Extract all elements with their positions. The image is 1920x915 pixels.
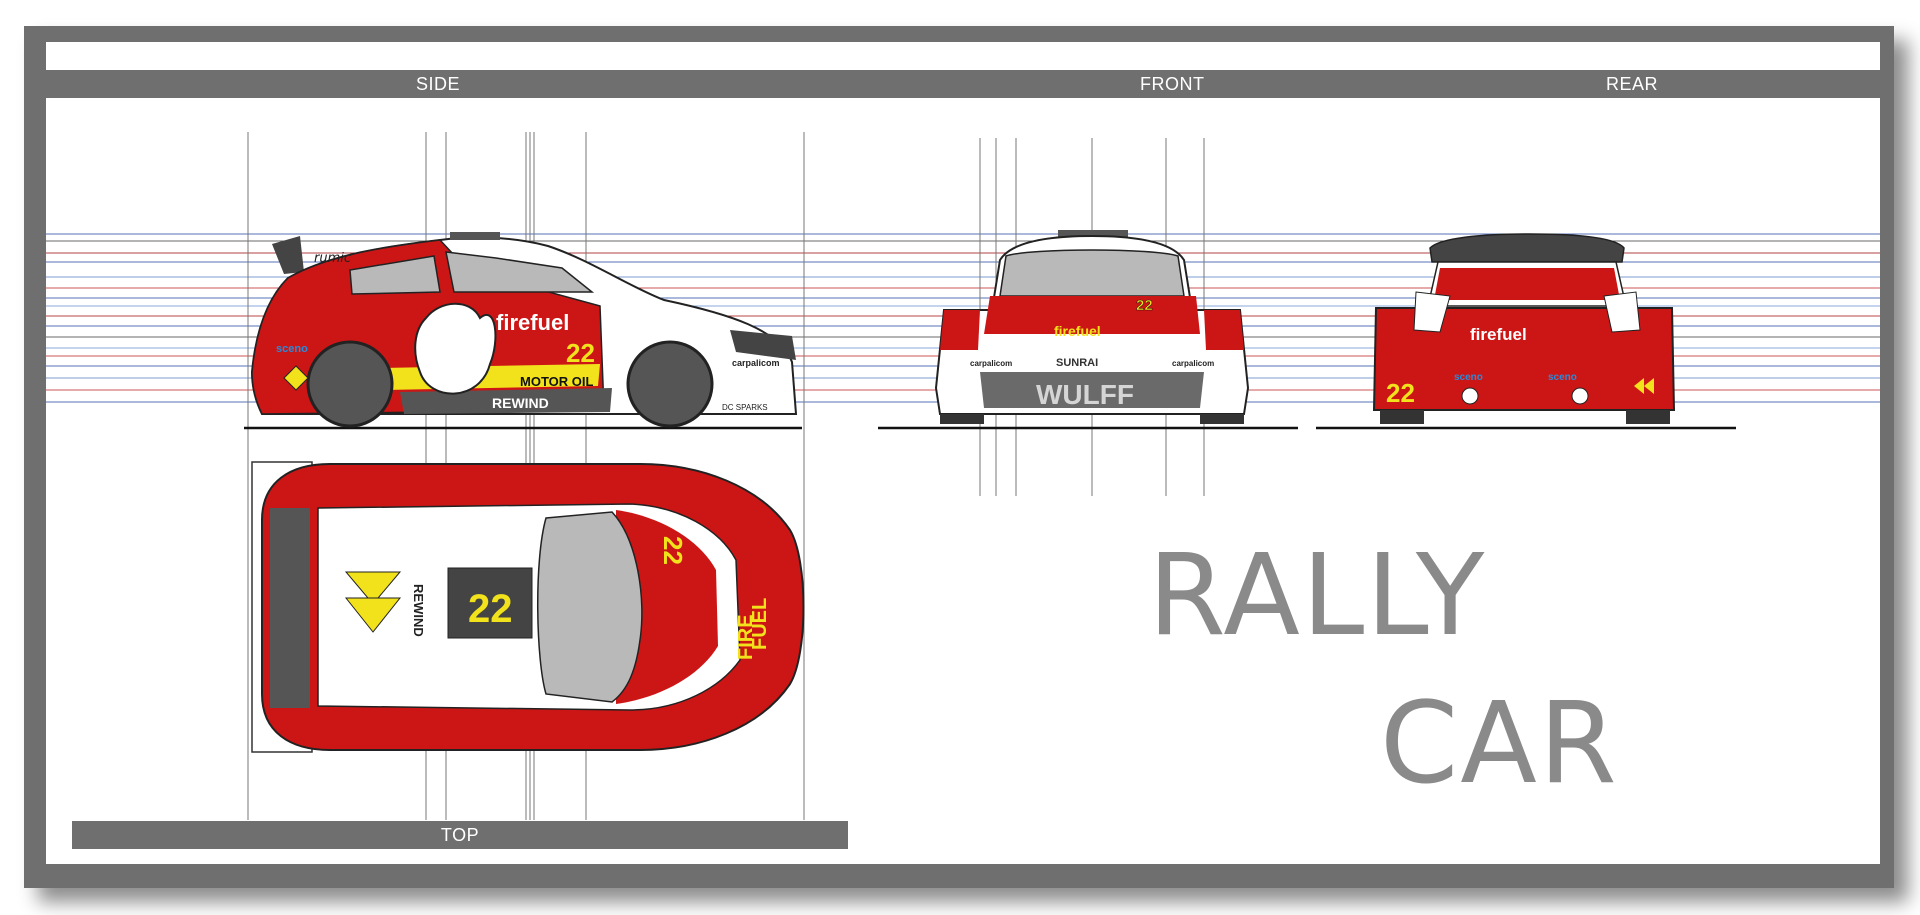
rear-view-car: firefuel 22 sceno sceno: [1372, 233, 1676, 424]
side-race-number: 22: [566, 338, 595, 368]
side-rewind-decal: REWIND: [492, 395, 549, 411]
title-line-1: RALLY: [1148, 531, 1487, 661]
label-rear: REAR: [1606, 74, 1659, 94]
top-hood-sponsor-2: FUEL: [749, 598, 771, 650]
front-sponsor-decal: firefuel: [1054, 323, 1101, 339]
top-hood-race-number: 22: [658, 536, 688, 565]
side-view-car: rumic firefuel 22 MOTOR OIL REWIND sceno…: [250, 232, 798, 428]
side-sponsor-decal: firefuel: [496, 310, 569, 335]
top-roof-race-number: 22: [468, 587, 513, 631]
front-grille-brand: WULFF: [1036, 379, 1134, 410]
rear-sceno-left: sceno: [1454, 372, 1483, 383]
side-motor-oil-decal: MOTOR OIL: [520, 374, 593, 389]
front-race-number: 22: [1136, 297, 1153, 314]
label-top-bar: TOP: [72, 821, 848, 849]
side-sceno-decal: sceno: [276, 343, 308, 355]
view-label-bar: SIDE FRONT REAR: [46, 70, 1880, 98]
side-carpalicom-decal: carpalicom: [732, 358, 780, 368]
rear-race-number: 22: [1386, 378, 1415, 408]
front-carpalicom-right: carpalicom: [1172, 359, 1214, 368]
rear-sponsor-decal: firefuel: [1470, 325, 1527, 344]
side-sparks-decal: DC SPARKS: [722, 403, 768, 412]
top-rewind-decal: REWIND: [411, 584, 426, 637]
front-view-car: 22 firefuel SUNRAI WULFF carpalicom carp…: [934, 230, 1250, 424]
title-line-2: CAR: [1380, 679, 1619, 809]
side-rumic-decal: rumic: [314, 251, 351, 266]
label-side: SIDE: [416, 74, 461, 94]
label-top: TOP: [440, 825, 480, 845]
top-view-car: 22 22 FIRE FUEL REWIND: [251, 461, 805, 753]
label-front: FRONT: [1140, 74, 1205, 94]
rear-sceno-right: sceno: [1548, 372, 1577, 383]
front-carpalicom-left: carpalicom: [970, 359, 1012, 368]
front-sunrai-decal: SUNRAI: [1056, 357, 1098, 369]
top-hood-sponsor: FIRE: [735, 614, 757, 660]
